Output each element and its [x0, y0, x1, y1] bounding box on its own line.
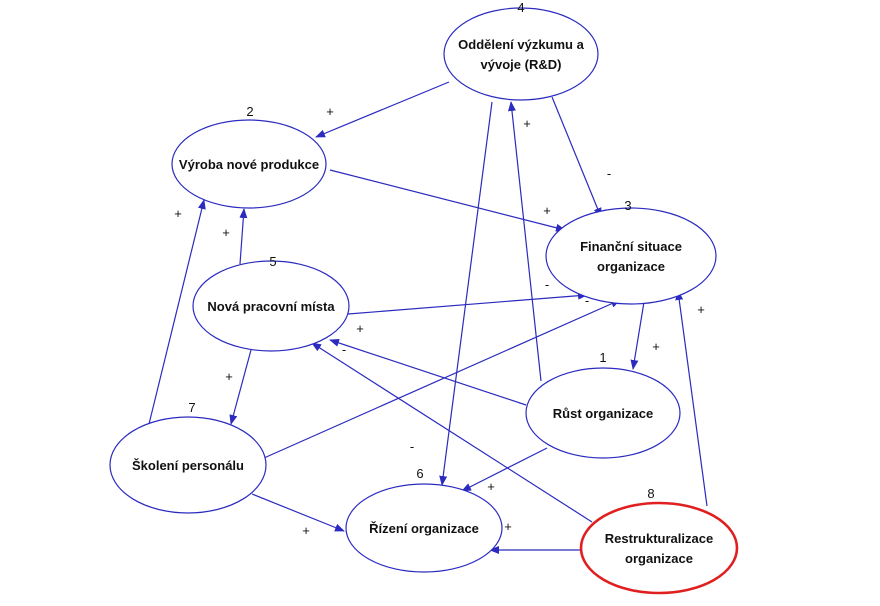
edge-arrow-1-5 [329, 339, 527, 406]
node-1: Růst organizace 1 [525, 350, 681, 459]
node-label-8-line-2: organizace [625, 551, 693, 566]
node-number-8: 8 [647, 486, 654, 501]
edge-arrow-5-7 [229, 349, 252, 425]
edge-arrow-2-3 [329, 169, 566, 232]
edge-arrow-5-2 [239, 208, 248, 265]
node-number-6: 6 [416, 466, 423, 481]
node-number-4: 4 [517, 0, 524, 15]
edge-sign-5-2: + [222, 225, 230, 240]
edge-arrow-8-5 [311, 342, 593, 523]
node-ellipse-5 [192, 260, 350, 352]
node-label-5-line-1: Nová pracovní místa [207, 299, 335, 314]
edge-sign-1-6: + [487, 479, 495, 494]
edge-arrow-8-3 [675, 290, 708, 507]
node-number-3: 3 [624, 198, 631, 213]
edge-signs: +--++++-++-+-++++ [174, 104, 705, 538]
node-8: Restrukturalizace organizace 8 [579, 486, 739, 595]
edge-sign-8-5: - [342, 342, 346, 357]
node-ellipse-3 [545, 207, 717, 305]
node-label-3-line-2: organizace [597, 259, 665, 274]
edge-sign-4-2: + [326, 104, 334, 119]
edge-sign-1-5: + [356, 321, 364, 336]
node-label-3-line-1: Finanční situace [580, 239, 682, 254]
node-2: Výroba nové produkce 2 [171, 104, 327, 209]
node-label-1-line-1: Růst organizace [553, 406, 653, 421]
node-ellipse-1 [525, 367, 681, 459]
node-number-1: 1 [599, 350, 606, 365]
edge-arrow-3-1 [630, 301, 645, 370]
node-4: Oddělení výzkumu a vývoje (R&D) 4 [443, 0, 599, 101]
edge-sign-3-1: + [652, 339, 660, 354]
edge-arrow-4-2 [315, 81, 450, 138]
edge-sign-5-7: + [225, 369, 233, 384]
edge-sign-7-6: + [302, 523, 310, 538]
edge-arrow-1-6 [461, 447, 548, 492]
edge-sign-7-3: - [585, 293, 589, 308]
edge-sign-1-4: + [523, 116, 531, 131]
node-label-4-line-2: vývoje (R&D) [481, 57, 562, 72]
edge-sign-4-3: - [607, 166, 611, 181]
node-label-8-line-1: Restrukturalizace [605, 531, 713, 546]
edge-arrow-7-2 [148, 199, 206, 425]
node-ellipse-6 [345, 483, 503, 573]
node-5: Nová pracovní místa 5 [192, 254, 350, 352]
edge-arrow-7-3 [263, 299, 621, 459]
edge-sign-8-6: + [504, 519, 512, 534]
edge-sign-8-3: + [697, 302, 705, 317]
node-ellipse-7 [109, 416, 267, 514]
node-number-5: 5 [269, 254, 276, 269]
node-3: Finanční situace organizace 3 [545, 198, 717, 305]
node-number-2: 2 [246, 104, 253, 119]
edges [148, 81, 708, 554]
edge-arrow-5-3 [347, 291, 588, 315]
node-7: Školení personálu 7 [109, 400, 267, 514]
node-ellipse-2 [171, 119, 327, 209]
edge-sign-5-3: - [545, 277, 549, 292]
edge-arrow-1-4 [507, 101, 542, 382]
node-6: Řízení organizace 6 [345, 466, 503, 573]
node-label-6-line-1: Řízení organizace [369, 521, 479, 536]
node-number-7: 7 [188, 400, 195, 415]
node-ellipse-4 [443, 7, 599, 101]
node-ellipse-8 [579, 501, 739, 595]
node-label-7-line-1: Školení personálu [132, 458, 244, 473]
edge-arrow-7-6 [251, 493, 345, 532]
edge-sign-7-2: + [174, 206, 182, 221]
edge-arrow-4-3 [551, 96, 602, 218]
edge-sign-4-6: - [410, 439, 414, 454]
edge-arrow-4-6 [439, 101, 493, 486]
node-label-2-line-1: Výroba nové produkce [179, 157, 319, 172]
node-label-4-line-1: Oddělení výzkumu a [458, 37, 584, 52]
edge-sign-2-3: + [543, 203, 551, 218]
